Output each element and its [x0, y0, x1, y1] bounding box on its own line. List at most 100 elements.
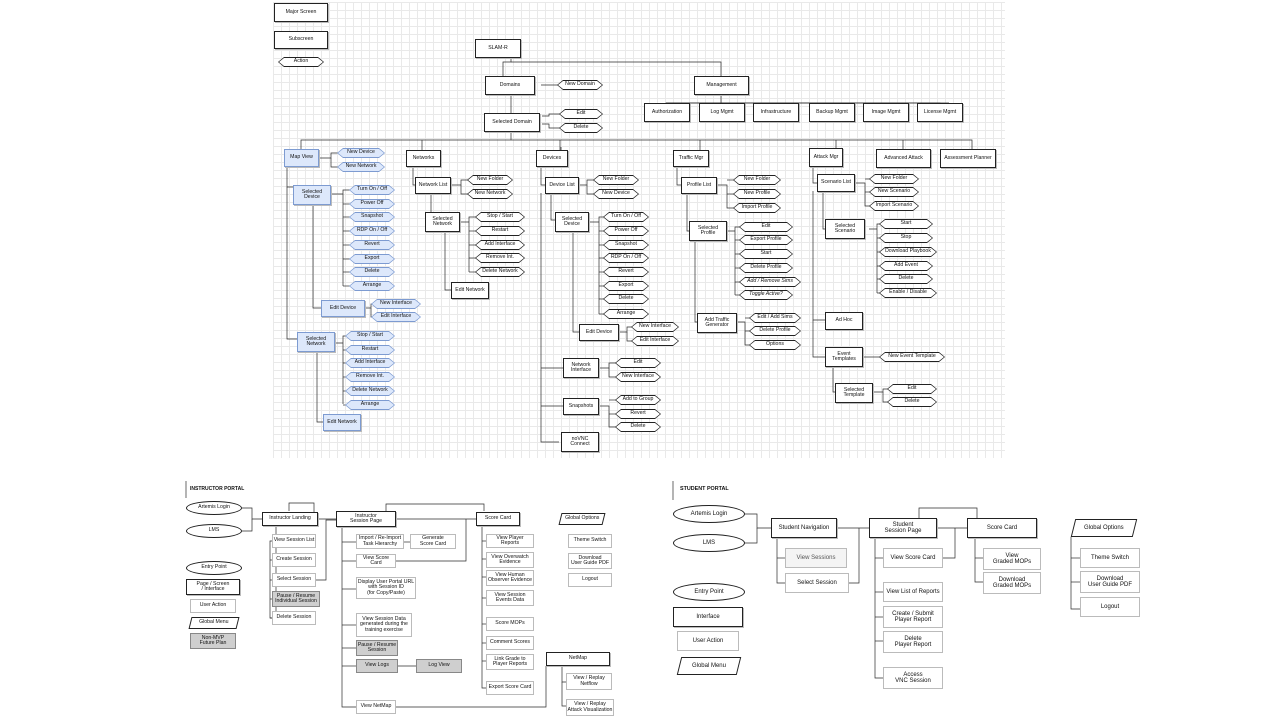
- node-networks[interactable]: Networks: [406, 150, 441, 167]
- action-stop-start[interactable]: Stop / Start: [345, 331, 395, 341]
- action-dev-new-interface[interactable]: New Interface: [631, 322, 679, 332]
- node-network-interface[interactable]: Network Interface: [563, 358, 599, 378]
- action-net-remove-int[interactable]: Remove Int.: [475, 253, 525, 263]
- node-license-mgmt[interactable]: License Mgmt: [917, 103, 963, 122]
- action-view-overwatch-evidence[interactable]: View Overwatch Evidence: [486, 552, 534, 568]
- node-map-edit-device[interactable]: Edit Device: [321, 300, 365, 317]
- action-dev-delete[interactable]: Delete: [603, 294, 649, 304]
- entry-student-lms[interactable]: LMS: [673, 534, 745, 552]
- action-add-interface[interactable]: Add Interface: [345, 358, 395, 368]
- node-image-mgmt[interactable]: Image Mgmt: [863, 103, 909, 122]
- action-dev-arrange[interactable]: Arrange: [603, 309, 649, 319]
- action-export-profile[interactable]: Export Profile: [739, 235, 793, 245]
- entry-student-artemis-login[interactable]: Artemis Login: [673, 505, 745, 523]
- action-download-playbook[interactable]: Download Playbook: [879, 247, 937, 257]
- action-replay-netflow[interactable]: View / Replay Netflow: [566, 673, 612, 690]
- action-turn-on-off[interactable]: Turn On / Off: [349, 185, 395, 195]
- action-new-folder-dev[interactable]: New Folder: [593, 175, 639, 185]
- action-view-graded-mops[interactable]: View Graded MOPs: [983, 548, 1041, 570]
- action-gen-options[interactable]: Options: [749, 340, 801, 350]
- entry-artemis-login[interactable]: Artemis Login: [186, 501, 242, 515]
- action-dev-export[interactable]: Export: [603, 281, 649, 291]
- action-student-theme-switch[interactable]: Theme Switch: [1080, 548, 1140, 568]
- action-link-grade[interactable]: Link Grade to Player Reports: [486, 654, 534, 670]
- node-map-view[interactable]: Map View: [284, 149, 319, 167]
- action-view-human-observer[interactable]: View Human Observer Evidence: [486, 570, 534, 586]
- action-gen-delete-profile[interactable]: Delete Profile: [749, 326, 801, 336]
- action-score-mops[interactable]: Score MOPs: [486, 617, 534, 631]
- node-advanced-attack[interactable]: Advanced Attack: [876, 149, 931, 168]
- action-edit-interface[interactable]: Edit Interface: [371, 312, 421, 322]
- action-add-event[interactable]: Add Event: [879, 261, 933, 271]
- node-snapshots[interactable]: Snapshots: [563, 398, 599, 415]
- action-remove-int[interactable]: Remove Int.: [345, 372, 395, 382]
- action-view-logs[interactable]: View Logs: [356, 659, 398, 673]
- node-net-selected-network[interactable]: Selected Network: [425, 212, 460, 232]
- action-enable-disable[interactable]: Enable / Disable: [879, 288, 937, 298]
- action-tr-new-folder[interactable]: New Folder: [733, 175, 781, 185]
- node-device-list[interactable]: Device List: [545, 177, 579, 194]
- action-dev-edit-interface[interactable]: Edit Interface: [631, 336, 679, 346]
- action-profile-start[interactable]: Start: [739, 249, 793, 259]
- action-import-scenario[interactable]: Import Scenario: [869, 201, 919, 211]
- action-new-folder-net[interactable]: New Folder: [467, 175, 513, 185]
- node-management[interactable]: Management: [694, 76, 749, 95]
- action-view-sessions[interactable]: View Sessions: [785, 548, 847, 568]
- action-new-event-template[interactable]: New Event Template: [879, 352, 945, 362]
- node-backup-mgmt[interactable]: Backup Mgmt: [809, 103, 855, 122]
- action-net-add-interface[interactable]: Add Interface: [475, 240, 525, 250]
- action-power-off[interactable]: Power Off: [349, 199, 395, 209]
- action-revert[interactable]: Revert: [349, 240, 395, 250]
- action-net-stop-start[interactable]: Stop / Start: [475, 212, 525, 222]
- action-restart[interactable]: Restart: [345, 345, 395, 355]
- node-student-navigation[interactable]: Student Navigation: [771, 518, 837, 538]
- action-template-delete[interactable]: Delete: [887, 397, 937, 407]
- node-instructor-landing[interactable]: Instructor Landing: [262, 512, 318, 526]
- action-delete-player-report[interactable]: Delete Player Report: [883, 631, 943, 653]
- node-slamr-root[interactable]: SLAM-R: [475, 39, 521, 58]
- node-map-selected-device[interactable]: Selected Device: [293, 185, 331, 205]
- action-comment-scores[interactable]: Comment Scores: [486, 636, 534, 650]
- action-dev-rdp[interactable]: RDP On / Off: [603, 253, 649, 263]
- action-snapshot[interactable]: Snapshot: [349, 212, 395, 222]
- action-view-list-of-reports[interactable]: View List of Reports: [883, 582, 943, 602]
- node-ad-hoc[interactable]: Ad Hoc: [825, 312, 863, 330]
- node-attack-mgr[interactable]: Attack Mgr: [809, 148, 843, 167]
- action-create-session[interactable]: Create Session: [272, 553, 316, 567]
- action-new-network[interactable]: New Network: [337, 162, 385, 172]
- action-scenario-delete[interactable]: Delete: [879, 274, 933, 284]
- action-generate-score-card[interactable]: Generate Score Card: [410, 534, 456, 549]
- action-dev-snapshot[interactable]: Snapshot: [603, 240, 649, 250]
- action-view-player-reports[interactable]: View Player Reports: [486, 534, 534, 548]
- action-view-score-card[interactable]: View Score Card: [356, 554, 396, 568]
- action-toggle-active[interactable]: Toggle Active?: [739, 290, 793, 300]
- action-atk-new-folder[interactable]: New Folder: [869, 174, 919, 184]
- action-new-profile[interactable]: New Profile: [733, 189, 781, 199]
- node-dev-selected-device[interactable]: Selected Device: [555, 212, 589, 232]
- action-logout[interactable]: Logout: [568, 573, 612, 587]
- action-add-to-group[interactable]: Add to Group: [615, 395, 661, 405]
- node-domains[interactable]: Domains: [485, 76, 535, 95]
- action-delete-profile[interactable]: Delete Profile: [739, 263, 793, 273]
- action-ni-edit[interactable]: Edit: [615, 358, 661, 368]
- node-selected-template[interactable]: Selected Template: [835, 383, 873, 403]
- node-network-list[interactable]: Network List: [415, 177, 451, 194]
- node-infrastructure[interactable]: Infrastructure: [753, 103, 799, 122]
- action-delete-network[interactable]: Delete Network: [345, 386, 395, 396]
- action-template-edit[interactable]: Edit: [887, 384, 937, 394]
- node-dev-edit-device[interactable]: Edit Device: [579, 324, 619, 341]
- action-export-score-card[interactable]: Export Score Card: [486, 681, 534, 695]
- action-student-logout[interactable]: Logout: [1080, 597, 1140, 617]
- node-selected-domain[interactable]: Selected Domain: [484, 113, 540, 132]
- node-instructor-session-page[interactable]: Instructor Session Page: [336, 511, 396, 527]
- entry-lms[interactable]: LMS: [186, 524, 242, 538]
- action-rdp-on-off[interactable]: RDP On / Off: [349, 226, 395, 236]
- node-log-mgmt[interactable]: Log Mgmt: [699, 103, 745, 122]
- action-new-device[interactable]: New Device: [337, 148, 385, 158]
- action-edit-add-sims[interactable]: Edit / Add Sims: [749, 313, 801, 323]
- action-download-graded-mops[interactable]: Download Graded MOPs: [983, 572, 1041, 594]
- action-dev-turn-on-off[interactable]: Turn On / Off: [603, 212, 649, 222]
- action-arrange[interactable]: Arrange: [349, 281, 395, 291]
- action-delete[interactable]: Delete: [349, 267, 395, 277]
- action-new-device-list[interactable]: New Device: [593, 189, 639, 199]
